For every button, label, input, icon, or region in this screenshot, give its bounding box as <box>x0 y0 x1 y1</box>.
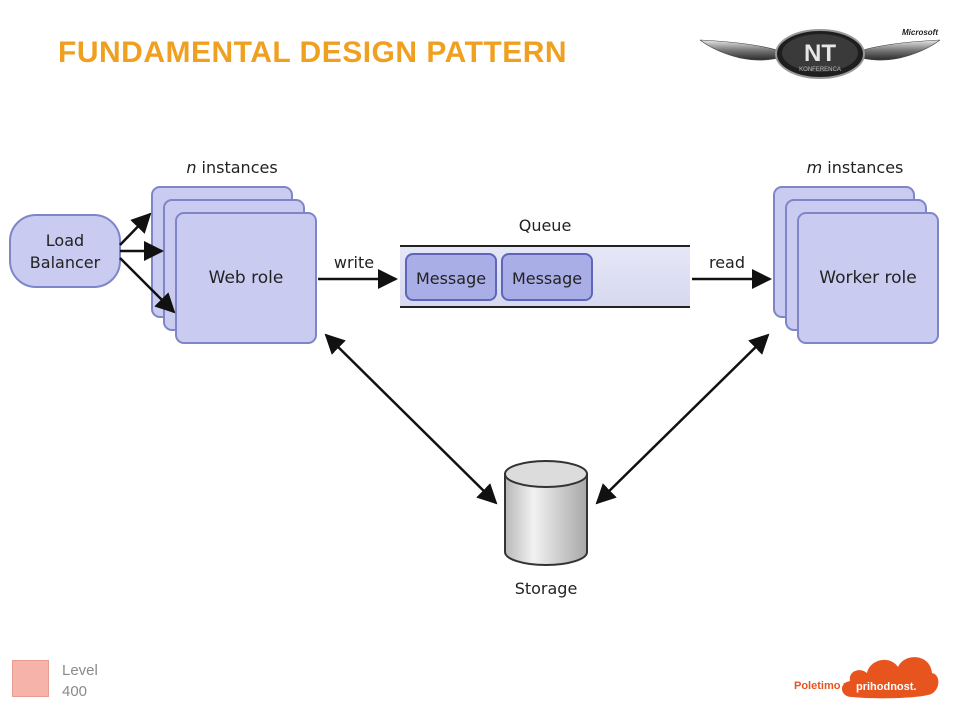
slide-title: FUNDAMENTAL DESIGN PATTERN <box>58 36 568 69</box>
worker-role-node <box>797 212 939 344</box>
load-balancer-node <box>9 214 121 288</box>
level-swatch <box>12 660 49 697</box>
queue-message-2-label: Message <box>512 269 582 288</box>
web-role-node <box>175 212 317 344</box>
load-balancer-label-line1: Load <box>46 231 84 250</box>
architecture-diagram: Load Balancer n instances Web role write… <box>9 158 939 598</box>
read-label: read <box>709 253 745 272</box>
storage-cylinder <box>504 460 588 566</box>
worker-role-label: Worker role <box>819 268 917 288</box>
poletimo-logo: Poletimo v prihodnost. <box>794 657 939 699</box>
lb-to-web-arrow-3 <box>119 257 176 314</box>
queue-message-1 <box>405 253 497 301</box>
lb-to-web-arrow-1 <box>119 212 152 246</box>
queue-label: Queue <box>519 216 572 235</box>
web-storage-arrow <box>324 333 498 505</box>
queue-message-2 <box>501 253 593 301</box>
storage-label: Storage <box>515 579 578 598</box>
logo-subtitle-text: KONFERENCA <box>799 67 841 73</box>
worker-instances-label: m instances <box>807 158 904 177</box>
write-label: write <box>334 253 374 272</box>
level-label: Level <box>62 662 98 679</box>
logo-vendor-text: Microsoft <box>902 28 938 37</box>
web-instances-label: n instances <box>186 158 277 177</box>
level-value: 400 <box>62 683 88 700</box>
logo-mark-text: NT <box>804 40 836 67</box>
slogan-cloud-shape <box>841 657 939 699</box>
queue-message-1-label: Message <box>416 269 486 288</box>
worker-storage-arrow <box>595 333 770 505</box>
logo-emblem-inner <box>782 34 858 72</box>
left-wing-shape <box>700 39 789 61</box>
web-role-label: Web role <box>209 268 284 288</box>
level-indicator: Level 400 <box>62 660 98 702</box>
slogan-prefix: Poletimo v <box>794 680 851 692</box>
load-balancer-label-line2: Balancer <box>30 253 101 272</box>
slogan-cloud-text: prihodnost. <box>856 681 917 693</box>
right-wing-shape <box>851 39 940 61</box>
nt-konferenca-logo: NT KONFERENCA Microsoft <box>700 28 940 79</box>
